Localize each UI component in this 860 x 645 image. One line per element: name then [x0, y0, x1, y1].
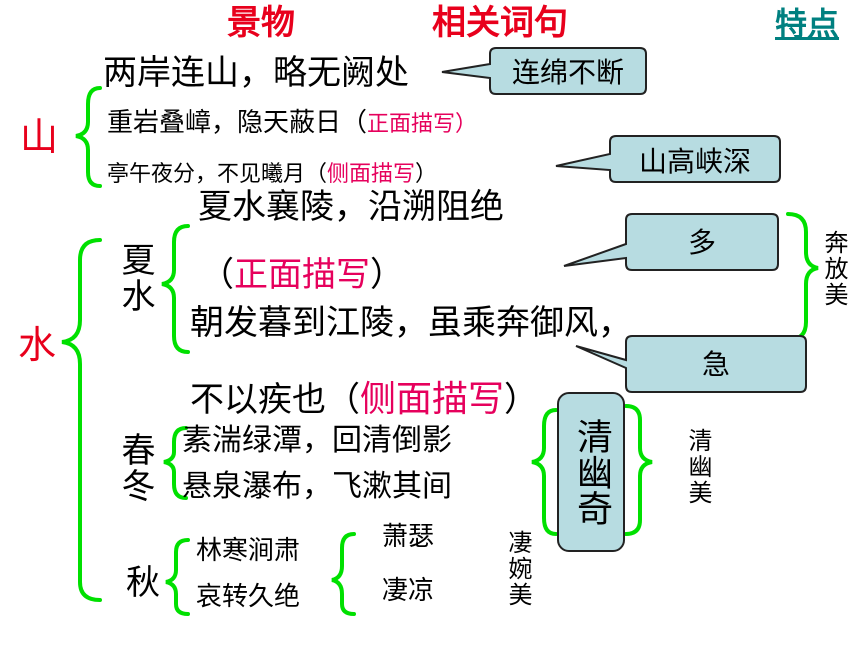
- autumn-feature: 凄婉美: [504, 530, 532, 608]
- callout-many: 多: [560, 212, 780, 272]
- summer-line-3: 朝发暮到江陵，虽乘奔御风，: [190, 303, 632, 343]
- water-label: 水: [18, 323, 57, 367]
- callout-fast-text: 急: [701, 348, 730, 381]
- qyq-left-brace: [531, 408, 558, 536]
- autumn-line-1: 林寒涧肃: [196, 536, 301, 566]
- qingyouqi-box: 清幽奇: [557, 392, 625, 552]
- header-phrases: 相关词句: [432, 3, 568, 43]
- autumn-line-2: 哀转久绝: [196, 582, 301, 612]
- summer-line-1: 夏水襄陵，沿溯阻绝: [198, 187, 504, 227]
- callout-continuous: 连绵不断: [432, 44, 652, 98]
- summer-line-4-tag: 侧面描写: [360, 379, 505, 420]
- callout-fast-shape: [575, 335, 807, 393]
- callout-continuous-shape: [441, 47, 647, 95]
- mountain-line-3: 亭午夜分，不见曦月（侧面描写）: [107, 164, 437, 186]
- autumn-word-2: 凄凉: [382, 576, 435, 606]
- summer-line-2-tag: 正面描写: [234, 255, 370, 295]
- mountain-line-3-text: 亭午夜分，不见曦月（: [107, 162, 328, 187]
- summer-line-4-text: 不以疾也（: [190, 380, 360, 420]
- callout-many-text: 多: [687, 226, 716, 259]
- summer-line-4-close: ）: [504, 380, 539, 420]
- spring-winter-brace: [163, 426, 188, 500]
- spring-winter-label: 春冬: [115, 432, 155, 504]
- spring-winter-line-2: 悬泉瀑布，飞漱其间: [182, 469, 452, 504]
- mountain-line-2-text: 重岩叠嶂，隐天蔽日（: [107, 108, 368, 138]
- water-brace: [61, 238, 102, 602]
- header-features-link[interactable]: 特点: [775, 5, 840, 43]
- callout-fast: 急: [572, 334, 808, 394]
- mountain-brace: [75, 86, 102, 188]
- summer-feature-brace: [786, 212, 819, 342]
- summer-feature: 奔放美: [820, 230, 848, 308]
- callout-high-deep: 山高峡深: [548, 134, 784, 186]
- mountain-label: 山: [20, 115, 59, 159]
- autumn-label: 秋: [126, 563, 160, 603]
- summer-line-2-open: （: [200, 255, 234, 295]
- qingyouqi-text: 清幽奇: [571, 418, 612, 526]
- spring-winter-feature: 清幽美: [684, 428, 712, 506]
- mountain-line-3-close: ）: [415, 162, 438, 187]
- spring-winter-line-1: 素湍绿潭，回清倒影: [182, 423, 452, 458]
- qyq-right-brace: [624, 404, 653, 536]
- mountain-line-3-tag: 侧面描写: [327, 162, 416, 187]
- callout-many-shape: [563, 213, 779, 271]
- mountain-line-2-close: ）: [455, 112, 478, 137]
- autumn-word-1: 萧瑟: [382, 522, 435, 552]
- summer-label: 夏水: [115, 242, 155, 314]
- summer-line-4: 不以疾也（侧面描写）: [190, 382, 538, 418]
- header-scenery: 景物: [227, 3, 295, 43]
- callout-high-deep-shape: [555, 135, 781, 183]
- summer-line-2: （正面描写）: [200, 258, 404, 292]
- callout-high-deep-text: 山高峡深: [638, 145, 751, 178]
- autumn-words-brace: [331, 532, 356, 616]
- mountain-line-2: 重岩叠嶂，隐天蔽日（正面描写）: [107, 110, 477, 136]
- autumn-brace: [165, 538, 190, 616]
- summer-brace: [161, 224, 190, 354]
- summer-line-2-close: ）: [370, 255, 404, 295]
- mountain-line-2-tag: 正面描写: [367, 112, 456, 137]
- callout-continuous-text: 连绵不断: [511, 56, 624, 89]
- mountain-line-1: 两岸连山，略无阙处: [103, 53, 409, 93]
